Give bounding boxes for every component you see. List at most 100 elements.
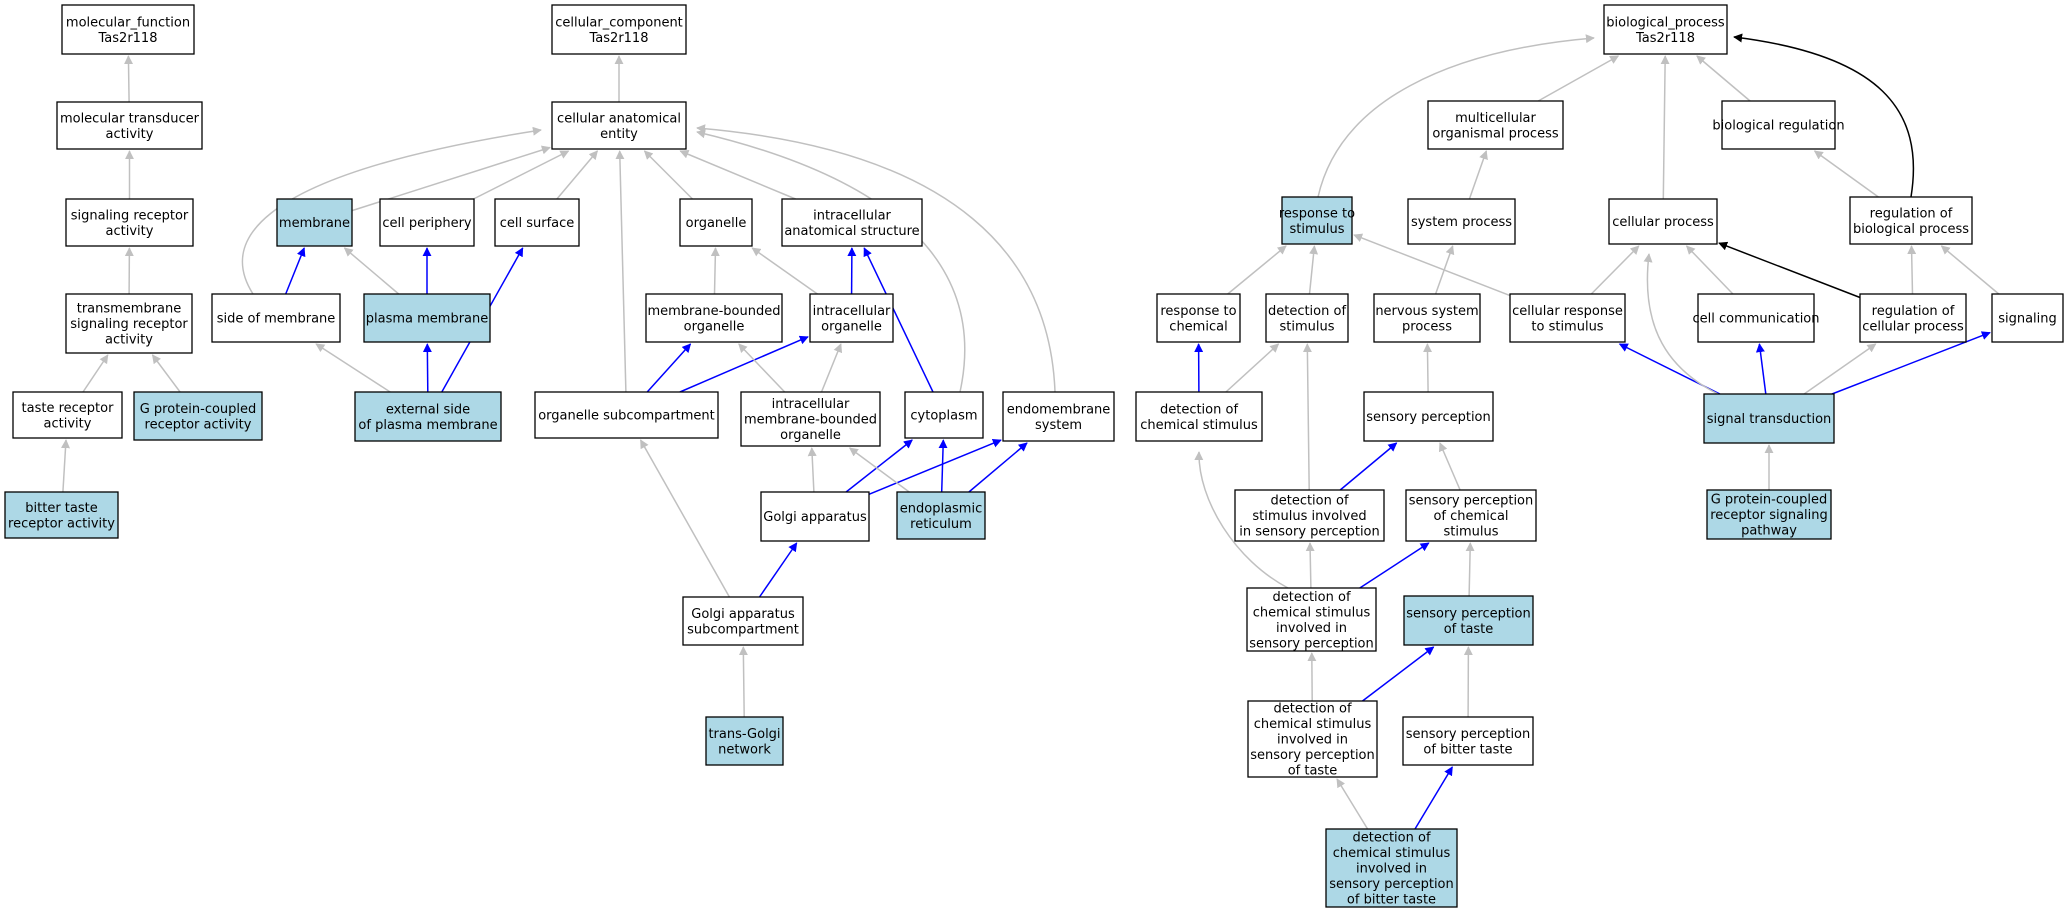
node-box [896, 491, 986, 540]
node-bio-reg[interactable]: biological regulation [1712, 100, 1845, 150]
node-golgi[interactable]: Golgi apparatus [760, 491, 870, 542]
node-label-line: detection of [1160, 402, 1238, 417]
edge-golgi_sub-to-org_subcomp [639, 439, 731, 598]
edge-det_stim_sp-to-sens_perc [1339, 442, 1398, 491]
node-box [211, 293, 341, 343]
node-label-line: biological regulation [1712, 119, 1844, 134]
edge-resp_chem-to-resp_stim [1227, 245, 1287, 295]
node-box [682, 596, 804, 646]
node-box [1363, 391, 1494, 442]
edge-cytoplasm-to-ias [863, 247, 934, 393]
edge-det_chem_bitter-to-det_chem_taste [1336, 778, 1369, 830]
node-cell-periph[interactable]: cell periphery [379, 198, 475, 247]
node-label-line: chemical stimulus [1254, 717, 1372, 732]
node-box [1234, 489, 1385, 542]
node-label-line: of chemical [1433, 509, 1508, 524]
node-box [904, 391, 984, 439]
node-label-line: chemical [1169, 319, 1227, 334]
node-sens-perc[interactable]: sensory perception [1363, 391, 1494, 442]
node-label-line: intracellular [813, 208, 891, 223]
node-label-line: sensory perception [1409, 494, 1534, 509]
edge-sig_trans-to-cell_proc [1643, 253, 1719, 395]
edge-sys_proc-to-multi_org [1468, 150, 1488, 200]
node-sys-proc[interactable]: system process [1407, 198, 1516, 245]
node-plasma-mem[interactable]: plasma membrane [363, 293, 491, 343]
node-cell-comm[interactable]: cell communication [1692, 293, 1820, 343]
node-membrane[interactable]: membrane [276, 198, 353, 247]
node-label-line: intracellular [813, 304, 891, 319]
node-box [534, 391, 719, 439]
node-box [1281, 196, 1353, 245]
node-label-line: biological_process [1606, 15, 1725, 30]
node-box [781, 198, 923, 247]
node-label-line: in sensory perception [1239, 525, 1380, 540]
node-label-line: of bitter taste [1347, 893, 1436, 908]
node-org-subcomp[interactable]: organelle subcompartment [534, 391, 719, 439]
edge-cell_comm-to-cell_proc [1685, 245, 1734, 295]
node-cell-surf[interactable]: cell surface [494, 198, 580, 247]
node-box [645, 293, 783, 343]
node-box [1603, 4, 1728, 55]
node-cell-proc[interactable]: cellular process [1608, 198, 1718, 245]
node-label-line: G protein-coupled [1711, 493, 1828, 508]
edge-sp_chem-to-sens_perc [1438, 442, 1461, 491]
node-label-line: taste receptor [22, 401, 115, 416]
node-signaling[interactable]: signaling [1991, 293, 2064, 343]
node-box [1991, 293, 2064, 343]
node-label-line: signal transduction [1707, 412, 1832, 427]
node-organelle[interactable]: organelle [679, 198, 753, 247]
node-box [551, 101, 687, 150]
node-label-line: molecular transducer [60, 111, 200, 126]
node-label-line: activity [44, 416, 92, 431]
node-label-line: cell surface [500, 216, 575, 231]
node-label-line: sensory perception [1250, 748, 1375, 763]
edge-er-to-endomem [968, 442, 1028, 493]
node-label-line: receptor activity [145, 417, 252, 432]
node-side-mem[interactable]: side of membrane [211, 293, 341, 343]
node-box [679, 198, 753, 247]
node-label-line: detection of [1270, 494, 1348, 509]
edge-cell_surf-to-cae [556, 150, 598, 200]
node-cytoplasm[interactable]: cytoplasm [904, 391, 984, 439]
node-label-line: system [1035, 418, 1082, 433]
edge-cell_resp-to-cell_proc [1590, 245, 1640, 295]
node-sig-trans[interactable]: signal transduction [1703, 393, 1835, 444]
